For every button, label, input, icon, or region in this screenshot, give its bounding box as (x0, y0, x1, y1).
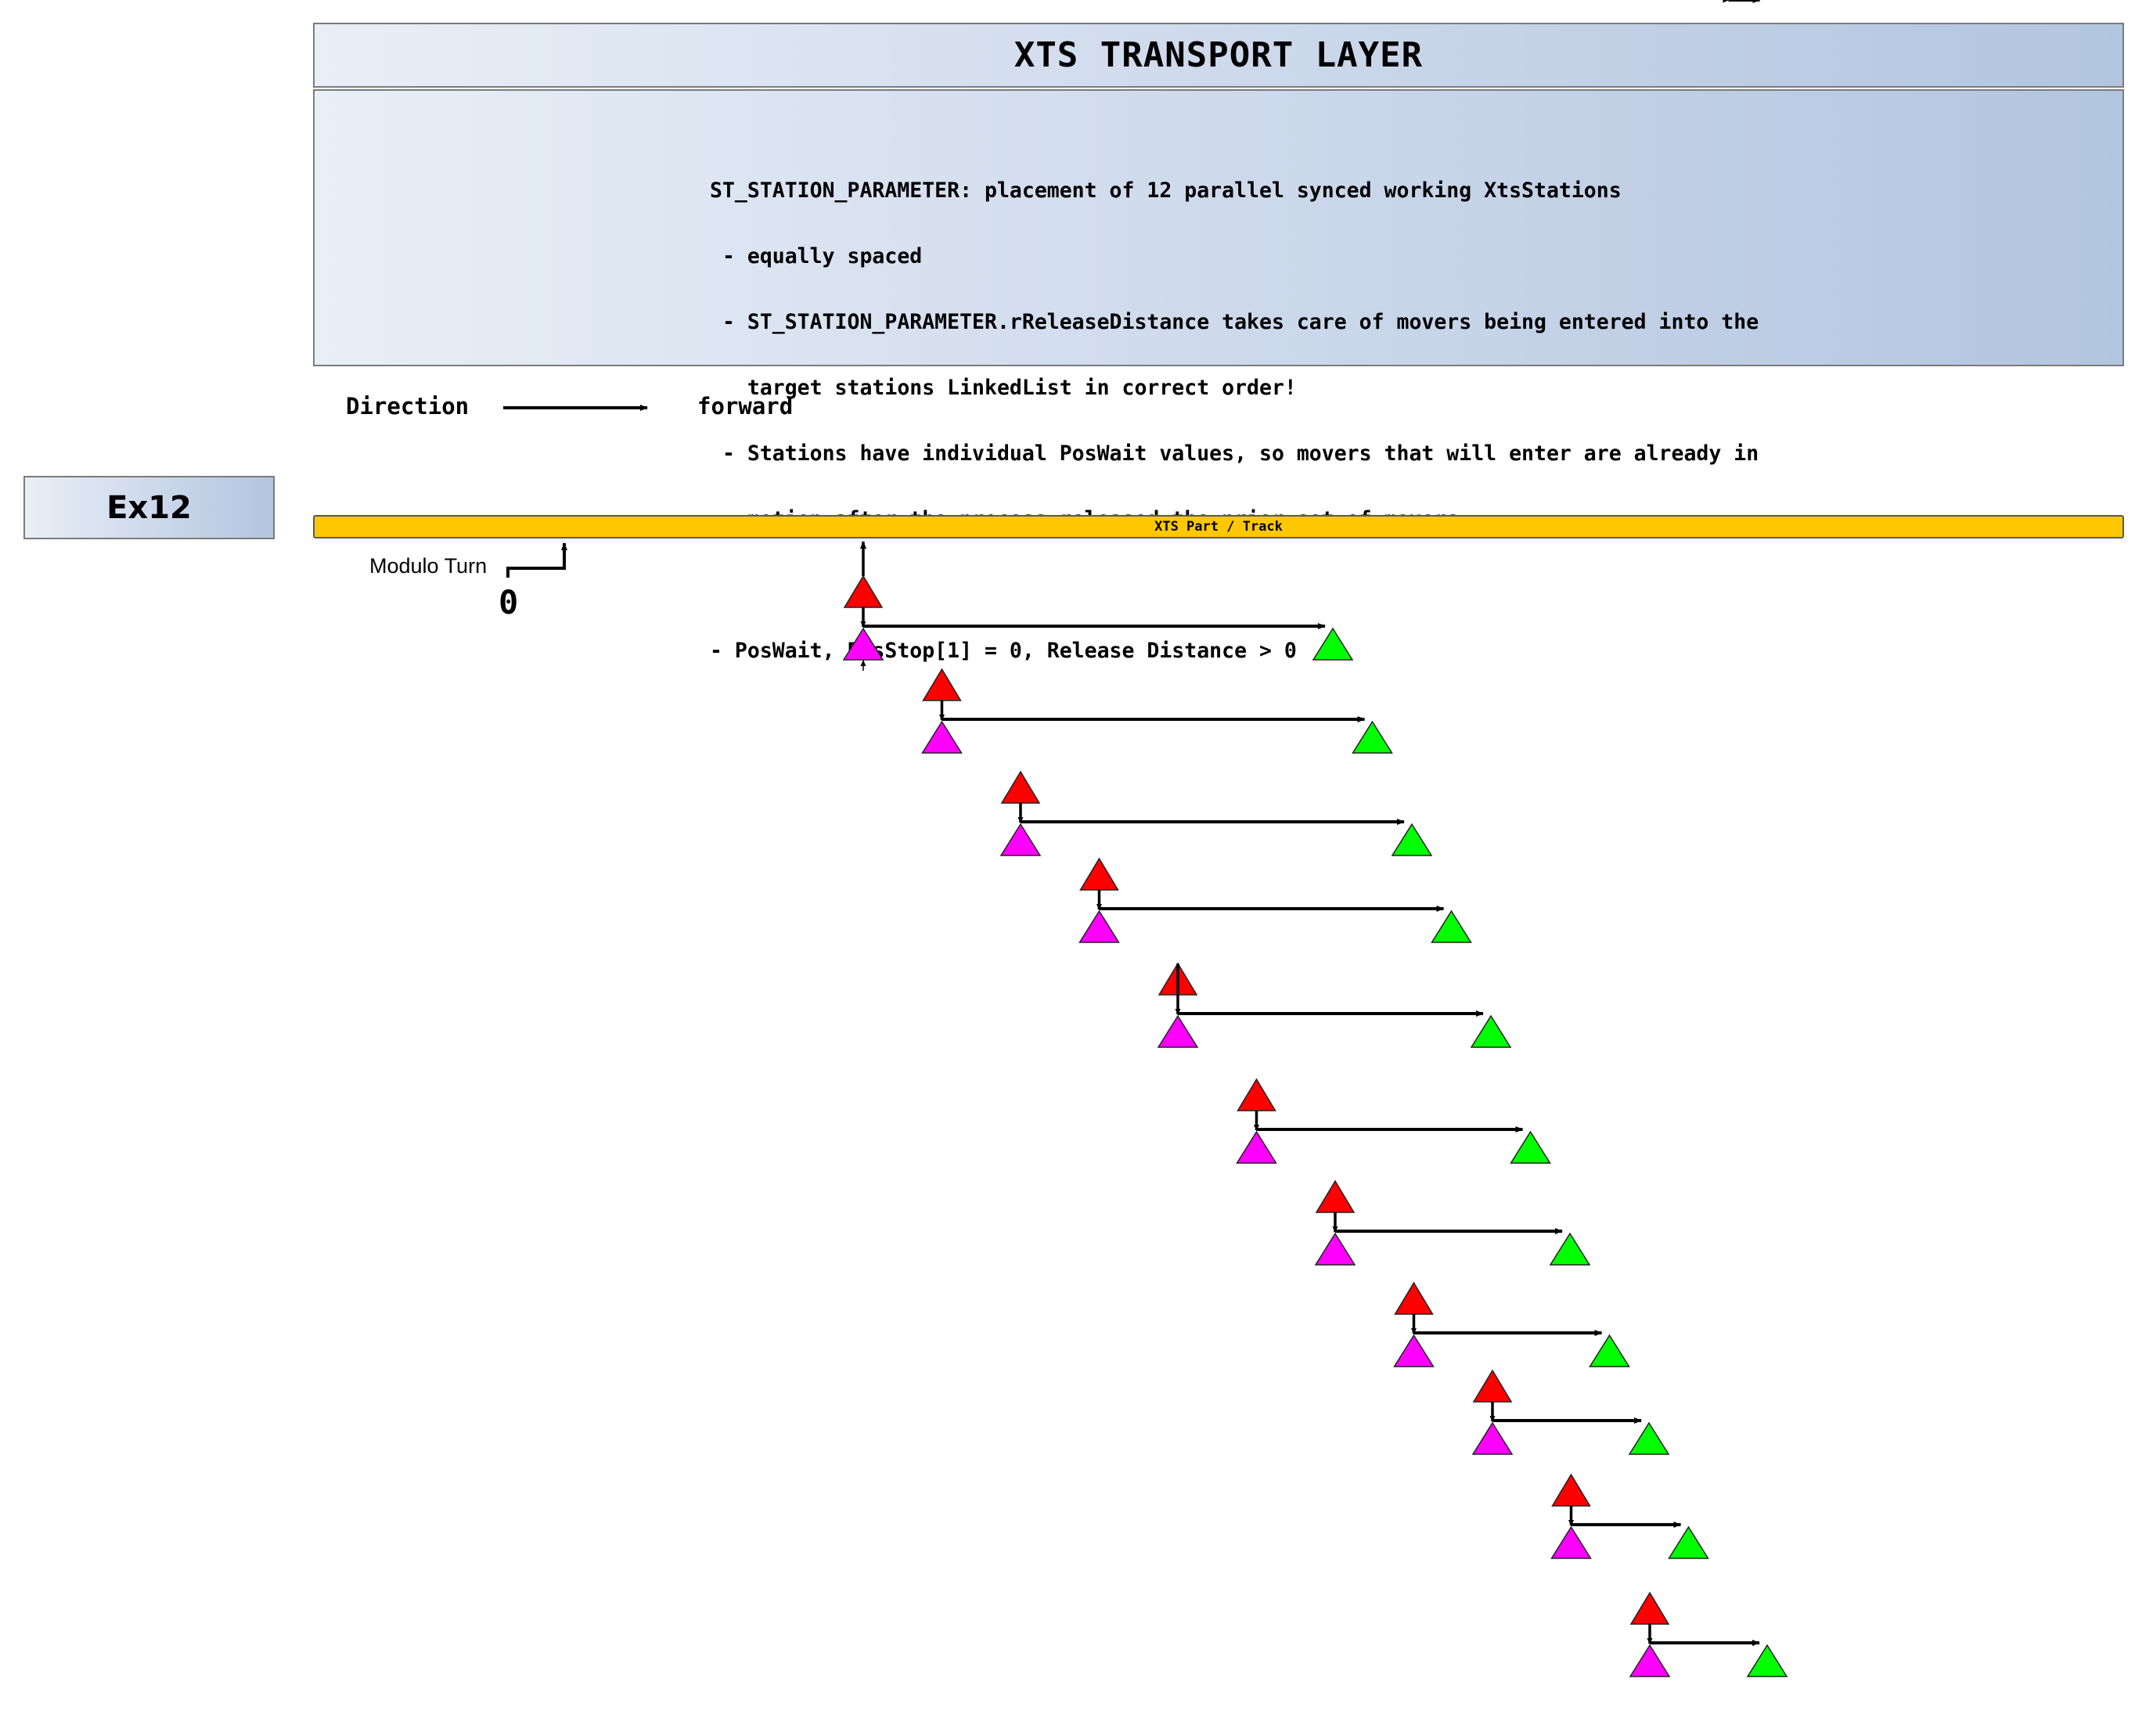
modulo-zero-label: 0 (499, 583, 519, 621)
stop-marker-7 (1549, 1232, 1591, 1266)
stop-marker-2 (1352, 720, 1393, 754)
example-badge: Ex12 (23, 476, 275, 539)
description-line: ST_STATION_PARAMETER: placement of 12 pa… (710, 178, 1622, 203)
release-marker-1 (843, 574, 884, 608)
wait-marker-11 (1629, 1644, 1671, 1677)
example-label: Ex12 (106, 489, 192, 526)
stop-marker-6 (1510, 1130, 1551, 1164)
release-marker-7 (1315, 1180, 1356, 1213)
title-panel: XTS TRANSPORT LAYER (313, 23, 2124, 88)
release-marker-3 (1000, 770, 1041, 804)
xts-track: XTS Part / Track (313, 515, 2124, 538)
stop-marker-9 (1628, 1421, 1670, 1455)
stop-marker-8 (1589, 1334, 1630, 1367)
description-line: - Stations have individual PosWait value… (710, 441, 1759, 466)
description-panel: ST_STATION_PARAMETER: placement of 12 pa… (313, 89, 2124, 662)
release-marker-9 (1472, 1369, 1513, 1403)
release-marker-4 (1079, 857, 1119, 891)
stop-marker-3 (1391, 823, 1433, 856)
release-marker-8 (1394, 1281, 1434, 1315)
release-marker-11 (1629, 1591, 1670, 1625)
wait-marker-4 (1078, 909, 1120, 943)
release-marker-2 (922, 668, 962, 701)
modulo-turn-arrow (506, 542, 567, 578)
description-line: target stations LinkedList in correct or… (710, 376, 1297, 400)
description-line: - equally spaced (710, 244, 923, 268)
page-title: XTS TRANSPORT LAYER (1013, 35, 1424, 75)
stop-marker-11 (1746, 1644, 1788, 1677)
release-marker-10 (1551, 1473, 1591, 1507)
description-line: - PosWait, PosStop[1] = 0, Release Dista… (710, 639, 1297, 663)
stop-marker-1 (1312, 627, 1354, 661)
wait-marker-5 (1157, 1014, 1199, 1048)
stop-marker-4 (1431, 909, 1472, 943)
direction-value: forward (697, 393, 794, 420)
description-line: - ST_STATION_PARAMETER.rReleaseDistance … (710, 310, 1759, 334)
wait-marker-2 (921, 720, 963, 754)
release-marker-6 (1237, 1078, 1276, 1111)
wait-marker-7 (1314, 1232, 1356, 1266)
track-label: XTS Part / Track (1154, 519, 1283, 535)
wait-marker-8 (1393, 1334, 1435, 1367)
wait-marker-9 (1471, 1421, 1514, 1455)
stop-marker-10 (1668, 1525, 1709, 1559)
wait-marker-3 (999, 823, 1042, 856)
modulo-turn-label: Modulo Turn (369, 554, 488, 578)
wait-marker-1 (842, 627, 884, 661)
stop-marker-5 (1470, 1014, 1512, 1048)
direction-label: Direction (346, 393, 470, 420)
wait-marker-6 (1236, 1130, 1277, 1164)
wait-marker-10 (1550, 1525, 1592, 1559)
